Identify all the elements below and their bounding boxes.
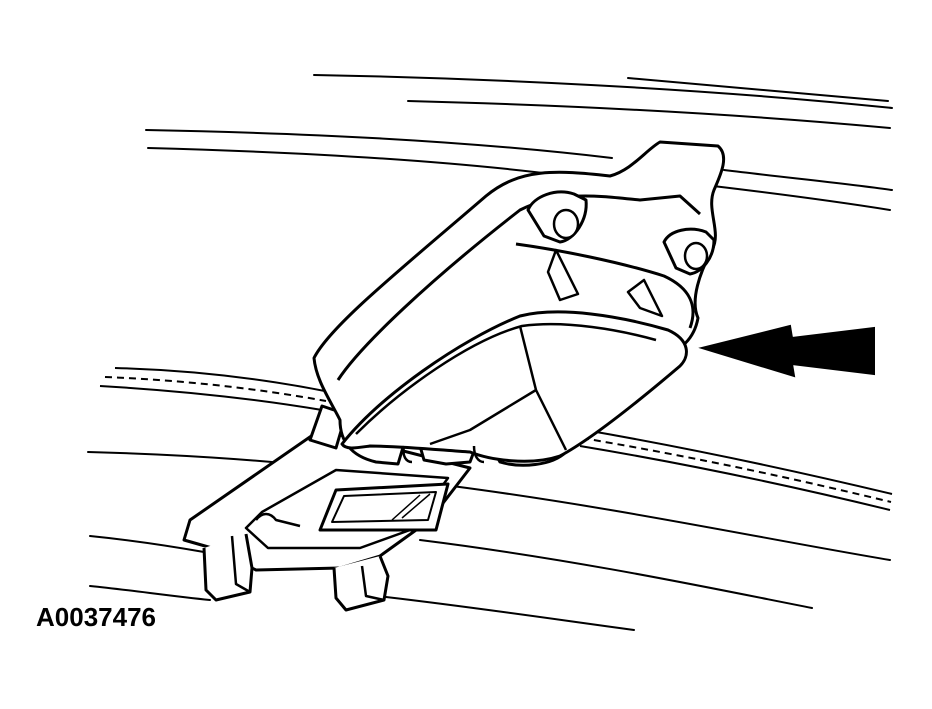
bracket-leg-right-face — [360, 565, 385, 602]
contour-line — [712, 185, 891, 211]
retaining-clip-left — [546, 248, 580, 302]
trim-strip-top-edge — [114, 367, 331, 393]
housing-front-face — [515, 242, 695, 329]
trim-strip — [99, 367, 893, 511]
retaining-clip-right — [626, 278, 664, 318]
arrow-left-icon — [698, 324, 875, 378]
mounting-post-left — [526, 190, 588, 244]
trim-strip-stitching — [581, 437, 892, 503]
trim-strip-stitching — [104, 376, 327, 402]
contour-line — [723, 169, 893, 191]
trim-strip-bottom-edge — [579, 445, 891, 511]
contour-line — [407, 100, 891, 129]
bracket-leg-left — [202, 533, 254, 602]
trim-strip-top-edge — [584, 429, 893, 495]
headliner-contour-lines — [87, 74, 893, 631]
lamp-lens-inner-edge — [355, 323, 657, 435]
bracket-slot — [255, 512, 301, 528]
contour-line — [147, 147, 561, 176]
housing-notch — [402, 445, 413, 464]
contour-line — [313, 74, 893, 109]
contour-line — [419, 539, 813, 609]
contour-line — [145, 129, 613, 159]
lamp-lens-bevel — [429, 388, 537, 446]
bracket-label-window — [331, 491, 437, 523]
housing-notch — [472, 445, 485, 464]
lamp-lens — [340, 310, 688, 463]
dome-lamp-housing — [312, 140, 726, 467]
contour-line — [627, 77, 889, 102]
bracket-leg-left-face — [230, 535, 251, 594]
bracket-label-hatch — [391, 493, 431, 521]
contour-line — [385, 596, 635, 631]
contour-line — [89, 585, 211, 601]
contour-line — [89, 535, 205, 553]
figure-id-label: A0037476 — [36, 602, 156, 632]
housing-rim — [336, 194, 702, 381]
mounting-post-right — [662, 227, 716, 276]
bracket-leg-right — [332, 555, 390, 612]
contour-line — [451, 485, 891, 561]
trim-strip-bottom-edge — [99, 385, 323, 411]
